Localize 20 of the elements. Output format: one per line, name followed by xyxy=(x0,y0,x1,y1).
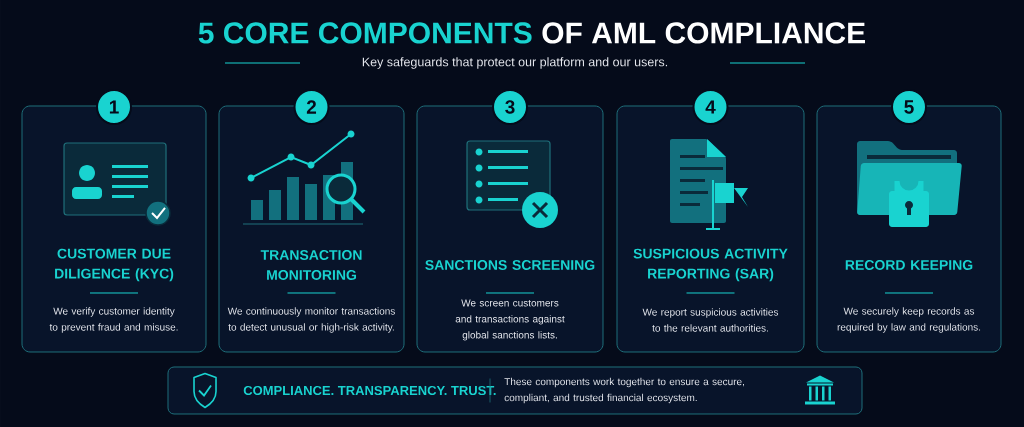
card-heading: SANCTIONS SCREENING xyxy=(425,260,595,270)
card-heading: SUSPICIOUS ACTIVITY REPORTING (SAR) xyxy=(633,248,788,282)
card-heading: RECORD KEEPING xyxy=(845,260,973,270)
banner-description: These components work together to ensure a secure, compliant, and trusted financial ecosystem. xyxy=(504,377,744,404)
title-text: OF AML COMPLIANCE xyxy=(542,22,865,44)
card-heading: CUSTOMER DUE DILIGENCE (KYC) xyxy=(55,248,174,282)
subtitle-text: Key safeguards that protect our platform and our users. xyxy=(362,57,668,69)
number-badge: 4 xyxy=(692,89,729,125)
banner-heading: COMPLIANCE. TRANSPARENCY. TRUST. xyxy=(243,385,496,396)
card-heading: TRANSACTION MONITORING xyxy=(260,250,362,280)
card-description: We screen customers and transactions against global sanctions lists. xyxy=(455,299,565,341)
card-description: We securely keep records as required by law and regulations. xyxy=(837,307,981,333)
card-description: We continuously monitor transactions to detect unusual or high-risk activity. xyxy=(227,307,395,333)
number-badge: 5 xyxy=(891,89,927,125)
number-badge: 3 xyxy=(492,89,528,125)
number-badge: 1 xyxy=(96,89,132,125)
card-description: We report suspicious activities to the relevant authorities. xyxy=(642,308,779,332)
card-description: We verify customer identity to prevent fraud and misuse. xyxy=(49,307,178,333)
title-text: 5 CORE COMPONENTS xyxy=(198,22,532,44)
number-badge: 2 xyxy=(293,89,330,125)
